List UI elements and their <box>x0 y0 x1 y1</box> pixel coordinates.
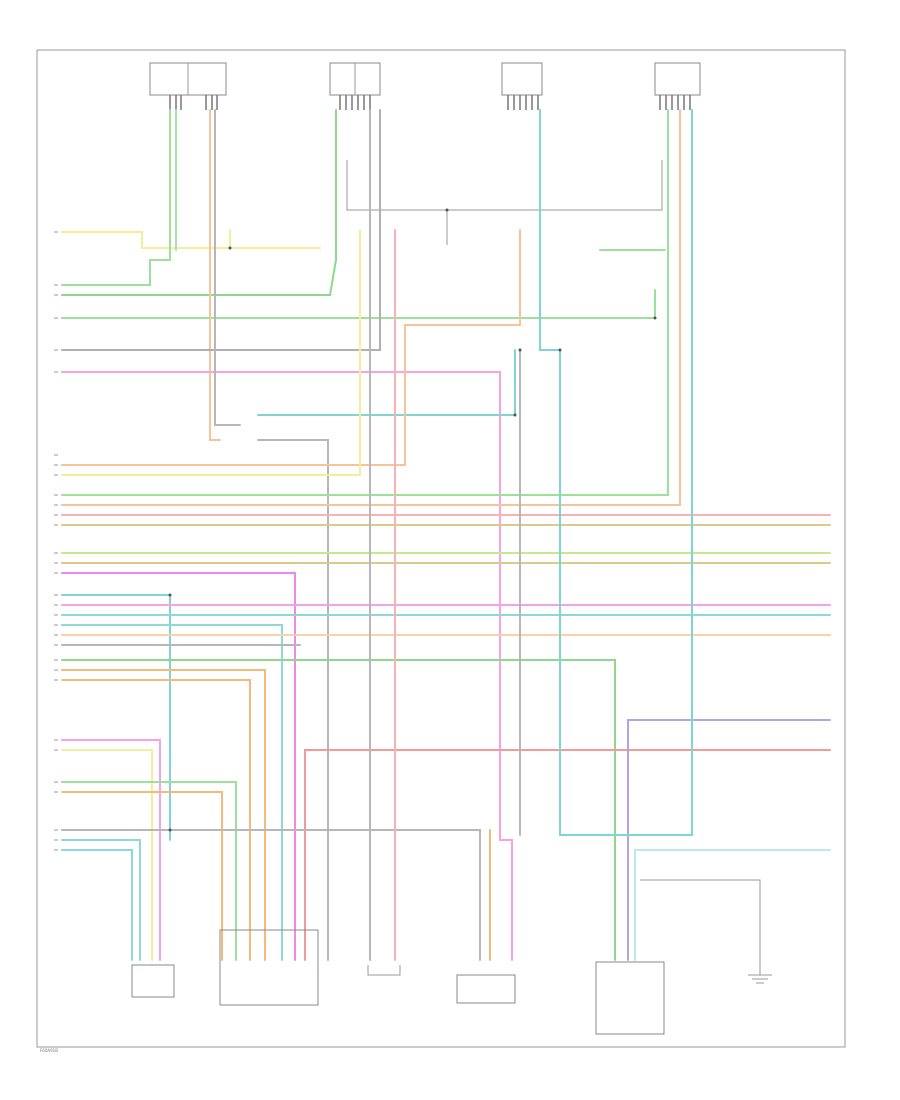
diagram-code: F60A91B <box>40 1048 58 1053</box>
ground-bus <box>346 160 663 245</box>
diagram-frame <box>36 49 846 1048</box>
wire-yellow-2 <box>61 229 361 476</box>
wire-orange-1 <box>209 109 221 441</box>
wire-teal-6 <box>61 849 133 961</box>
top-connector-3 <box>501 62 543 96</box>
top-connector-1 <box>149 62 227 96</box>
component-sensor-left <box>131 964 175 998</box>
top-connector-4 <box>654 62 701 96</box>
wire-orange-6 <box>61 679 251 961</box>
wire-orange-2 <box>61 229 521 466</box>
wire-red-1 <box>304 749 831 961</box>
wire-teal-5 <box>61 839 141 961</box>
wire-lightgreen-1 <box>61 109 171 286</box>
wire-purple-1 <box>627 719 831 961</box>
wire-pink-3 <box>61 739 161 961</box>
wire-magenta-1 <box>61 572 296 961</box>
component-module-right <box>595 961 665 1035</box>
component-connector-center-left <box>219 929 319 1006</box>
wire-orange-7 <box>61 791 223 961</box>
component-sensor-center <box>367 965 401 976</box>
splice-points <box>168 208 657 832</box>
wire-teal-7 <box>539 109 693 836</box>
wire-teal-4 <box>61 624 283 961</box>
wire-yellow-top <box>61 229 321 249</box>
wire-teal-1 <box>257 349 516 416</box>
wire-green-2 <box>61 109 337 296</box>
wire-grey-5 <box>61 829 481 961</box>
component-sensor-center-right <box>456 974 516 1004</box>
wire-teal-8 <box>634 849 831 961</box>
ground-wire <box>640 879 772 984</box>
wire-grey-black <box>61 109 381 351</box>
wire-green-7 <box>61 781 237 961</box>
wire-yellow-3 <box>61 749 153 961</box>
wire-orange-3 <box>61 109 681 506</box>
wire-green-5 <box>61 109 669 496</box>
wire-teal-2 <box>61 594 171 841</box>
wire-grey-2 <box>214 109 241 426</box>
wire-green-6 <box>61 659 616 961</box>
wire-pink-1 <box>61 371 513 961</box>
connector-pin-stubs <box>169 95 691 110</box>
wire-grey-3 <box>257 439 329 961</box>
wire-orange-5 <box>61 669 266 961</box>
top-connector-2 <box>329 62 381 96</box>
left-edge-ticks <box>54 231 58 851</box>
